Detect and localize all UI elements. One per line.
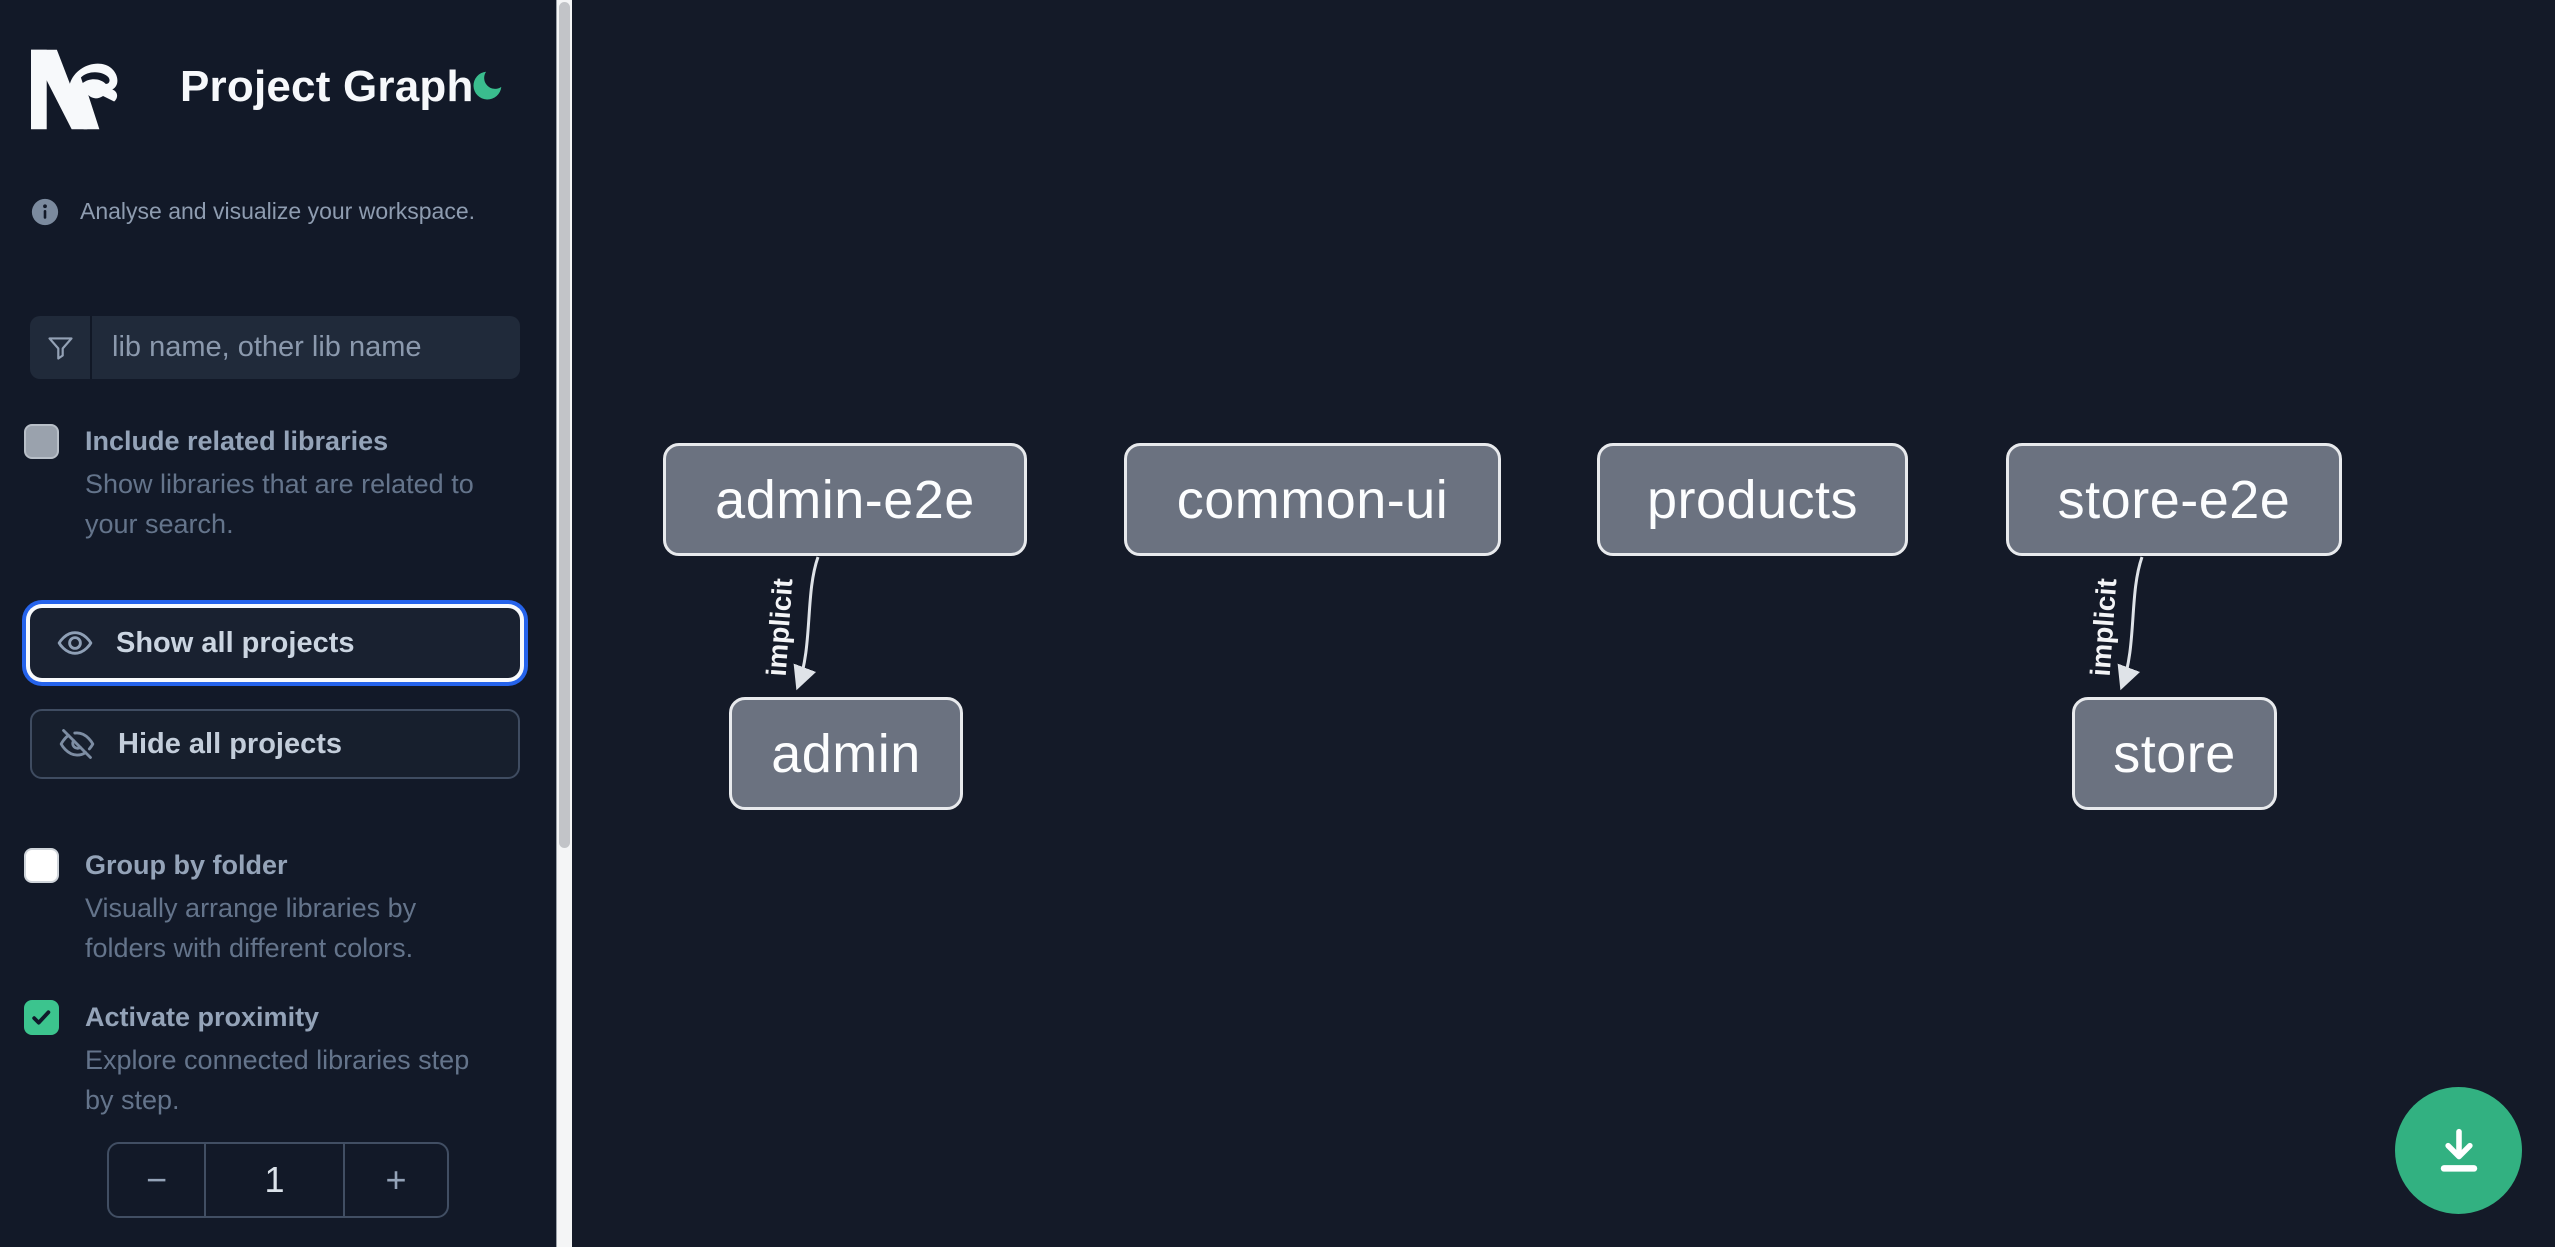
graph-node-store[interactable]: store [2072,697,2277,810]
sidebar-header: Project Graph [0,0,556,170]
moon-icon [473,71,502,100]
include-related-description: Show libraries that are related to your … [85,469,474,539]
graph-node-admin-e2e[interactable]: admin-e2e [663,443,1027,556]
funnel-icon [30,316,92,379]
node-label: admin [771,723,921,784]
group-by-folder-checkbox[interactable] [24,848,59,883]
graph-node-products[interactable]: products [1597,443,1908,556]
proximity-depth-stepper: − 1 + [107,1142,449,1218]
proximity-decrement-button[interactable]: − [109,1144,206,1216]
show-all-projects-label: Show all projects [116,626,355,659]
group-by-folder-description: Visually arrange libraries by folders wi… [85,893,417,963]
hide-all-projects-label: Hide all projects [118,727,343,760]
include-related-label[interactable]: Include related libraries [85,426,389,456]
activate-proximity-description: Explore connected libraries step by step… [85,1045,470,1115]
intro-text: Analyse and visualize your workspace. [80,198,476,224]
sidebar-scrollbar-track[interactable] [556,0,572,1247]
theme-toggle-button[interactable] [462,60,514,112]
eye-icon [57,631,93,655]
graph-node-admin[interactable]: admin [729,697,963,810]
proximity-depth-value[interactable]: 1 [264,1159,285,1200]
node-label: store [2113,723,2236,784]
filter-input[interactable] [92,316,520,379]
group-by-folder-label[interactable]: Group by folder [85,850,288,880]
activate-proximity-checkbox[interactable] [24,1000,59,1035]
graph-node-store-e2e[interactable]: store-e2e [2006,443,2342,556]
check-icon [32,1010,51,1025]
nx-logo [31,49,118,130]
hide-all-projects-button[interactable]: Hide all projects [30,709,520,779]
group-by-folder-option: Group by folder Visually arrange librari… [24,846,524,968]
node-label: products [1646,469,1859,530]
include-related-checkbox[interactable] [24,424,59,459]
show-all-projects-button[interactable]: Show all projects [30,608,520,678]
download-icon [2440,1128,2477,1172]
proximity-increment-button[interactable]: + [343,1144,447,1216]
activate-proximity-option: Activate proximity Explore connected lib… [24,998,524,1120]
graph-node-common-ui[interactable]: common-ui [1124,443,1501,556]
node-label: admin-e2e [715,469,975,530]
node-label: common-ui [1176,469,1449,530]
filter-box [30,316,520,379]
eye-off-icon [59,729,95,759]
page-title: Project Graph [180,62,474,111]
graph-canvas[interactable] [572,0,2555,1247]
info-icon [31,198,59,226]
include-related-option: Include related libraries Show libraries… [24,422,524,544]
intro-row: Analyse and visualize your workspace. [30,196,530,227]
sidebar-scrollbar-thumb[interactable] [559,2,570,848]
sidebar: Project Graph Analyse and visualize your… [0,0,556,1247]
activate-proximity-label[interactable]: Activate proximity [85,1002,320,1032]
download-graph-button[interactable] [2395,1087,2522,1214]
node-label: store-e2e [2057,469,2291,530]
